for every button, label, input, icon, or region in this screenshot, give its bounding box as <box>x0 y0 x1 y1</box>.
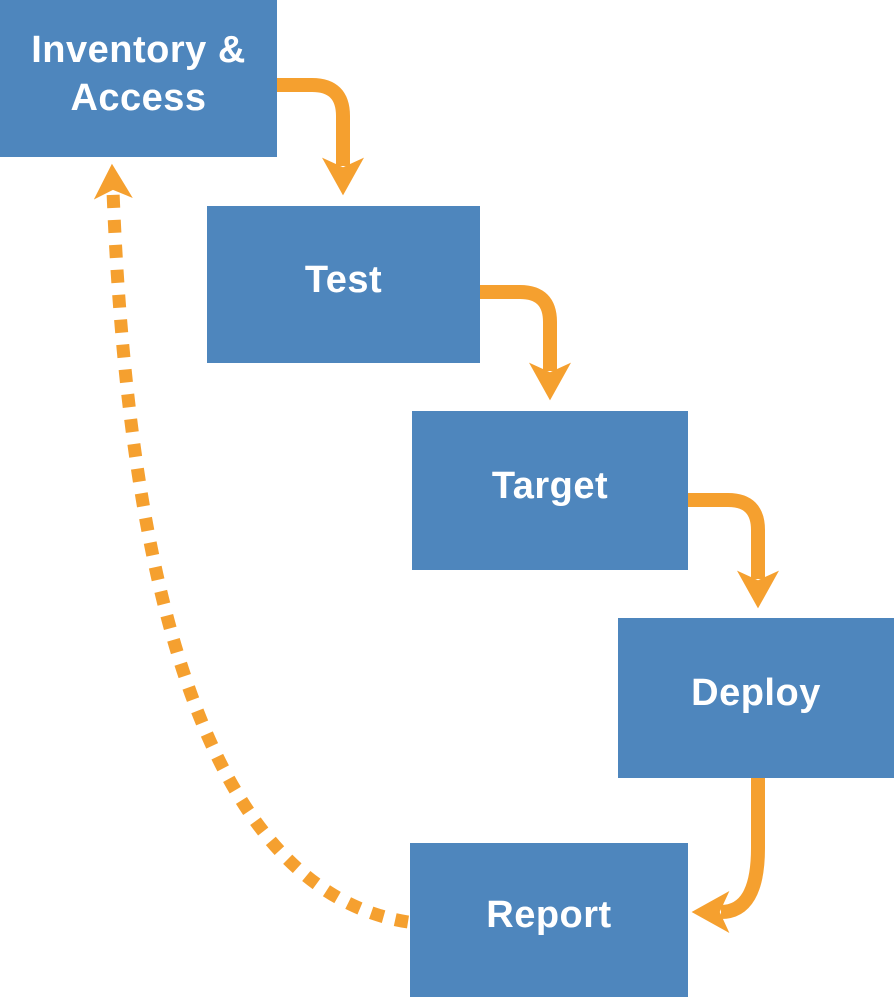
arrow-test-to-target <box>480 285 571 401</box>
node-label: Report <box>486 894 612 936</box>
node-label: Target <box>491 464 609 507</box>
arrow-inventory-to-test <box>277 78 364 196</box>
node-deploy: Deploy <box>618 618 894 778</box>
node-label-line: Inventory & <box>31 28 246 71</box>
node-target: Target <box>412 411 688 570</box>
arrow-deploy-to-report <box>691 778 765 933</box>
node-label-line: Access <box>70 76 207 119</box>
node-report: Report <box>410 843 688 997</box>
node-label: Deploy <box>691 672 821 714</box>
node-test: Test <box>207 206 480 363</box>
node-label: Test <box>304 258 383 301</box>
arrow-target-to-deploy <box>688 493 779 609</box>
node-inventory-access: Inventory & Access <box>0 0 277 157</box>
